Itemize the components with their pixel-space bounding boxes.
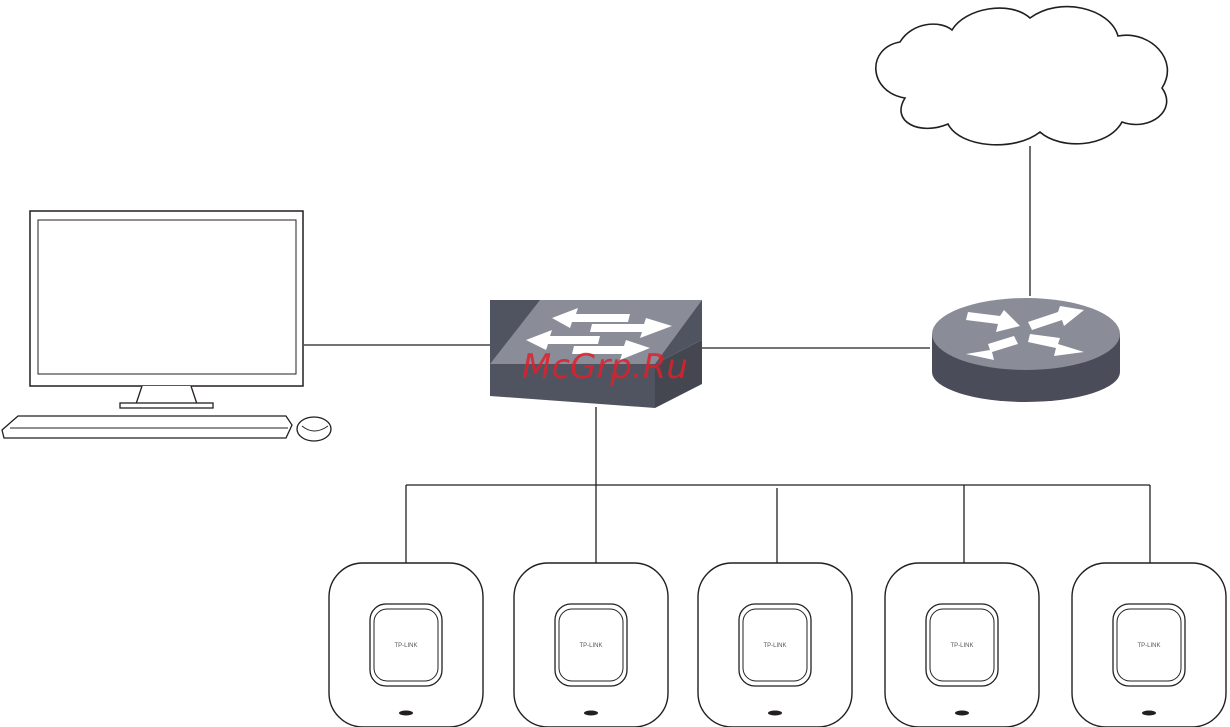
ap-led-icon <box>955 711 969 716</box>
ap-brand-label: TP-LINK <box>950 643 973 649</box>
access-point-5: TP-LINK <box>1072 563 1226 727</box>
ap-led-icon <box>768 711 782 716</box>
internet-cloud-icon <box>876 7 1168 145</box>
watermark-text: McGrp.Ru <box>522 347 688 387</box>
ap-brand-label: TP-LINK <box>579 643 602 649</box>
keyboard-icon <box>2 416 292 438</box>
ap-led-icon <box>1142 711 1156 716</box>
router-icon <box>932 298 1120 402</box>
pc-monitor-icon <box>30 211 303 408</box>
ap-brand-label: TP-LINK <box>1137 643 1160 649</box>
ap-brand-label: TP-LINK <box>763 643 786 649</box>
ap-led-icon <box>584 711 598 716</box>
access-point-1: TP-LINK <box>329 563 483 727</box>
ap-led-icon <box>399 711 413 716</box>
mouse-icon <box>297 417 331 441</box>
ap-brand-label: TP-LINK <box>394 643 417 649</box>
access-point-2: TP-LINK <box>514 563 668 727</box>
access-point-4: TP-LINK <box>885 563 1039 727</box>
access-point-3: TP-LINK <box>698 563 852 727</box>
